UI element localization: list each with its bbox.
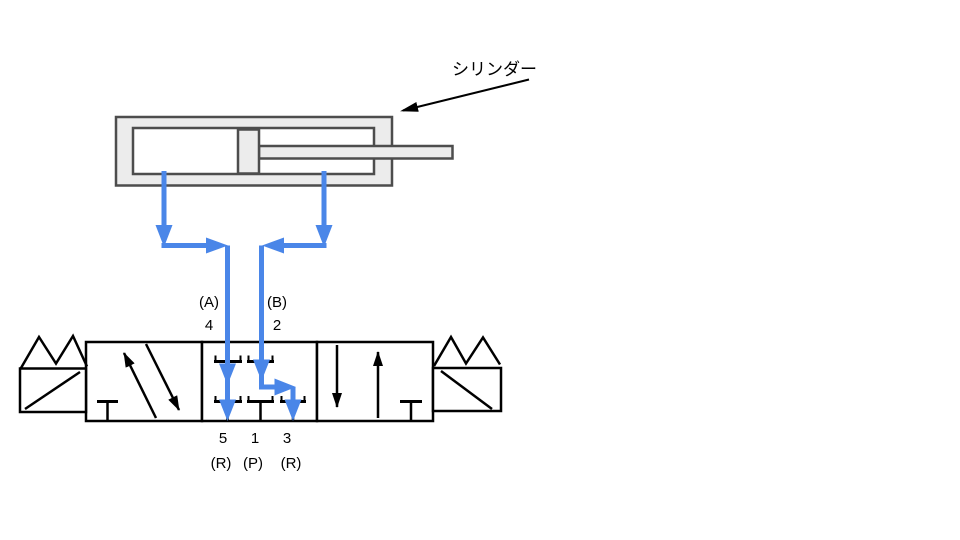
blocked-port-symbol	[97, 400, 118, 420]
flow-arrowhead-down	[284, 399, 302, 421]
port-3-name: (R)	[281, 455, 302, 472]
port-1-number: 1	[251, 430, 259, 447]
cylinder-callout: シリンダー	[400, 60, 537, 112]
solenoid-right	[431, 334, 503, 413]
solenoid-box	[431, 366, 503, 413]
port-b-name: (B)	[267, 294, 287, 311]
piston	[236, 128, 261, 175]
valve-center-ports	[214, 343, 306, 420]
flow-arrowhead-down	[253, 359, 270, 381]
spring-zigzag-icon	[19, 333, 89, 369]
flow-arrowhead-down	[219, 399, 236, 421]
valve-left-flow-paths	[97, 343, 181, 420]
flow-arrowhead-left	[262, 237, 284, 254]
callout-arrow	[400, 78, 530, 112]
solenoid-diagonal	[440, 369, 493, 411]
port-1-seat	[247, 396, 274, 420]
port-1-name: (P)	[243, 455, 263, 472]
port-a-number: 4	[205, 317, 213, 334]
port-5-number: 5	[219, 430, 227, 447]
flow-arrowhead-down	[315, 225, 333, 247]
valve-right-flow-paths	[332, 345, 422, 420]
port-5-name: (R)	[211, 455, 232, 472]
valve-position-right	[315, 340, 435, 423]
solenoid-diagonal	[24, 370, 81, 411]
flow-arrowhead-right	[206, 237, 228, 254]
flow-path-arrow	[144, 343, 181, 411]
flow-lines	[155, 171, 333, 421]
flow-arrowhead-right	[274, 378, 296, 396]
cylinder-label: シリンダー	[452, 60, 537, 79]
port-3-number: 3	[283, 430, 291, 447]
spring-zigzag-icon	[432, 334, 502, 367]
port-b-number: 2	[273, 317, 281, 334]
port-labels: (A) 4 (B) 2 5 1 3 (R) (P) (R)	[199, 294, 301, 472]
blocked-port-symbol	[400, 400, 422, 420]
flow-arrowhead-down	[219, 363, 236, 385]
flow-path-arrow	[122, 352, 158, 419]
solenoid-left	[18, 333, 89, 414]
port-a-name: (A)	[199, 294, 219, 311]
valve-position-left	[84, 340, 204, 423]
flow-arrowhead-down	[155, 225, 173, 247]
cylinder	[114, 115, 454, 187]
piston-rod	[257, 144, 454, 160]
